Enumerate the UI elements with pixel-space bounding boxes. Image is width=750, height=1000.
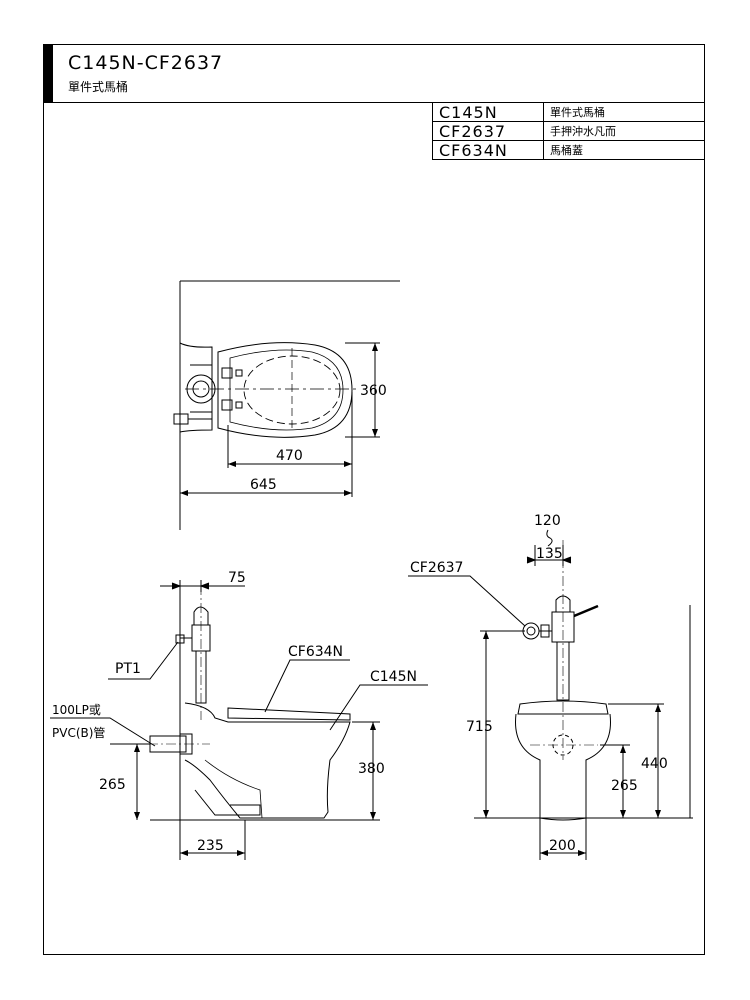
bowl-body [184,702,351,819]
seat-lid [517,700,609,715]
bowl-outline [217,342,353,438]
seat-lid [227,707,351,721]
dim-spacing: 135 [536,546,563,562]
flush-valve [555,595,571,613]
title-block-bar [43,44,53,102]
label-pipe-2: PVC(B)管 [52,725,105,740]
dim-rim-height: 380 [358,761,385,777]
bowl-body [515,713,611,821]
part-name: 單件式馬桶 [543,102,705,122]
dim-base-depth: 235 [197,838,224,854]
drawing-title: C145N-CF2637 [68,52,224,74]
part-name: 馬桶蓋 [543,140,705,160]
dim-top: 120 [534,513,561,529]
dim-outlet-height: 265 [99,777,126,793]
dim-bowl-length: 470 [276,448,303,464]
dim-valve-height: 715 [466,719,493,735]
dim-valve-offset: 75 [228,570,246,586]
dim-base-width: 200 [549,838,576,854]
leader-seat [264,659,350,713]
label-bowl: C145N [370,669,417,685]
leader-bowl [329,684,428,731]
label-seat: CF634N [288,644,343,660]
dim-total-height: 440 [641,756,668,772]
dim-outlet-height: 265 [611,778,638,794]
drawing-frame [43,44,705,955]
title-block-divider [43,102,705,103]
leader-pipe [50,717,156,747]
label-valve: CF2637 [410,560,463,576]
front-view [408,529,693,860]
leader-pt1 [108,641,179,680]
leader-valve [408,575,526,627]
parts-table: C145N 單件式馬桶 CF2637 手押沖水凡而 CF634N 馬桶蓋 [432,102,705,160]
flush-handle [573,604,599,618]
side-view [50,580,428,860]
label-pipe-1: 100LP或 [52,703,101,717]
label-pt1: PT1 [115,661,141,677]
parts-row: CF634N 馬桶蓋 [432,140,705,160]
dim-total-length: 645 [250,477,277,493]
parts-row: CF2637 手押沖水凡而 [432,121,705,141]
drawing-subtitle: 單件式馬桶 [68,80,129,94]
dim-width: 360 [360,383,387,399]
top-view [173,280,400,530]
parts-row: C145N 單件式馬桶 [432,102,705,122]
flush-valve [193,606,209,626]
